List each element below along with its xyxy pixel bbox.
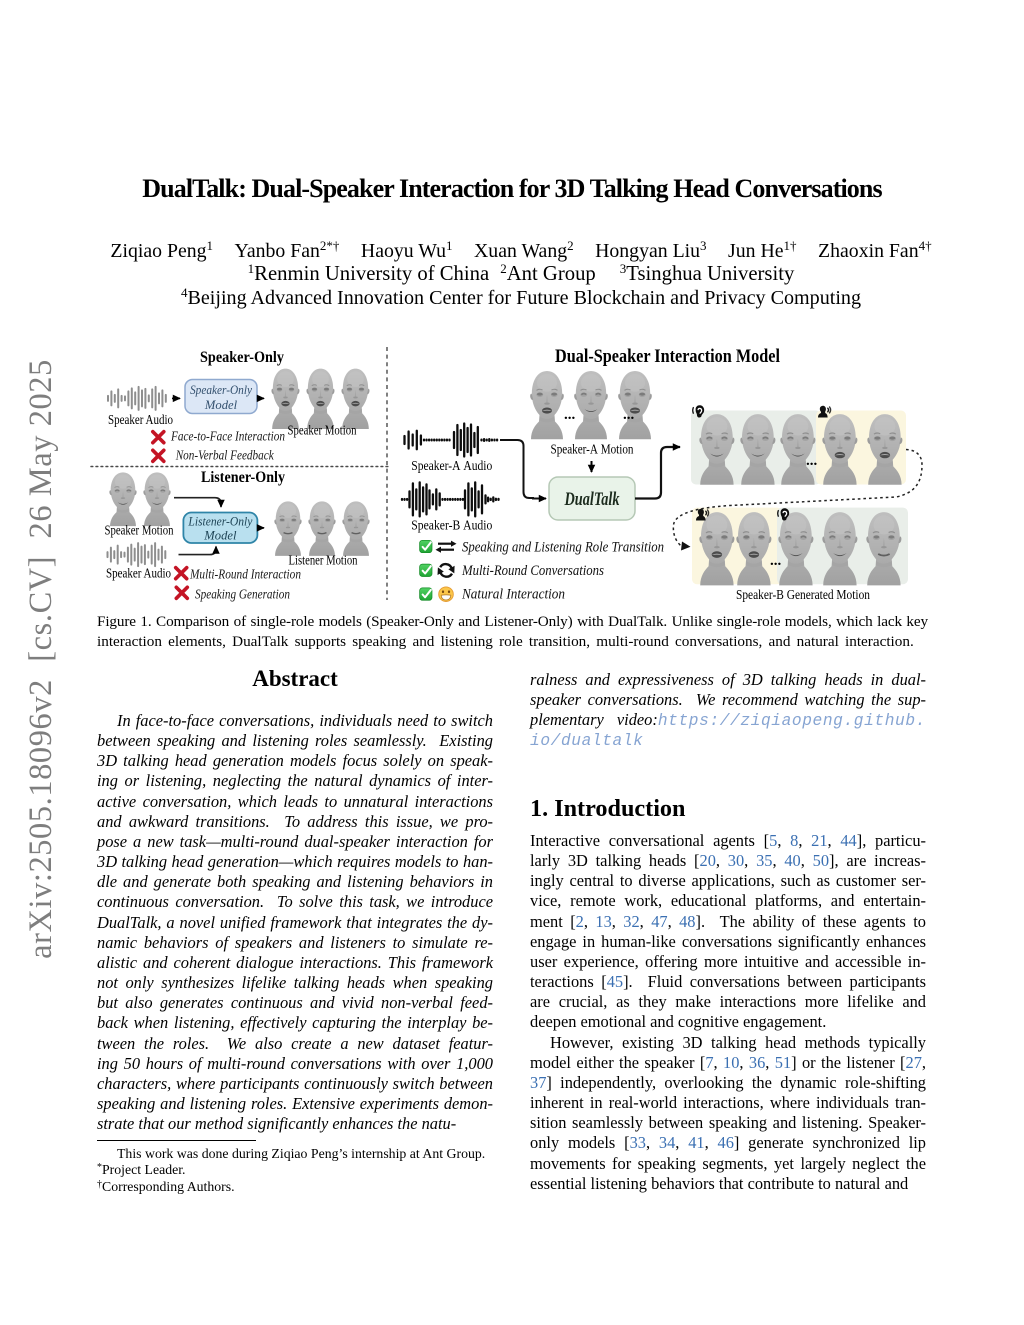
- svg-text:Model: Model: [203, 529, 237, 543]
- svg-text:Natural Interaction: Natural Interaction: [461, 587, 565, 603]
- svg-text:Multi-Round Conversations: Multi-Round Conversations: [461, 563, 604, 579]
- svg-text:Multi-Round Interaction: Multi-Round Interaction: [189, 567, 301, 582]
- svg-text:DualTalk: DualTalk: [564, 489, 620, 510]
- svg-text:Speaking and Listening Role Tr: Speaking and Listening Role Transition: [462, 539, 664, 555]
- svg-text:Speaker-Only: Speaker-Only: [190, 383, 252, 397]
- svg-text:...: ...: [806, 453, 818, 469]
- svg-text:Speaker-B Generated Motion: Speaker-B Generated Motion: [736, 587, 870, 602]
- svg-text:Speaker Motion: Speaker Motion: [105, 523, 174, 538]
- svg-text:Speaker-B Audio: Speaker-B Audio: [411, 518, 492, 533]
- svg-text:...: ...: [770, 553, 782, 569]
- svg-text:Dual-Speaker Interaction Model: Dual-Speaker Interaction Model: [555, 347, 780, 367]
- svg-text:...: ...: [623, 407, 635, 423]
- svg-text:Listener-Only: Listener-Only: [201, 469, 285, 486]
- svg-text:Face-to-Face Interaction: Face-to-Face Interaction: [170, 429, 285, 444]
- svg-text:...: ...: [564, 407, 576, 423]
- svg-text:Speaker-Only: Speaker-Only: [200, 349, 284, 366]
- svg-text:Model: Model: [204, 398, 238, 412]
- svg-text:Speaker Motion: Speaker Motion: [288, 423, 357, 438]
- svg-text:Speaker Audio: Speaker Audio: [108, 412, 173, 427]
- svg-text:Speaker Audio: Speaker Audio: [106, 566, 171, 581]
- svg-text:Non-Verbal Feedback: Non-Verbal Feedback: [175, 448, 275, 463]
- svg-text:Speaker-A Motion: Speaker-A Motion: [551, 442, 634, 457]
- svg-text:Speaking Generation: Speaking Generation: [195, 586, 290, 601]
- svg-text:Listener-Only: Listener-Only: [187, 515, 252, 529]
- svg-text:Listener Motion: Listener Motion: [289, 552, 358, 567]
- svg-text:Speaker-A Audio: Speaker-A Audio: [411, 458, 492, 473]
